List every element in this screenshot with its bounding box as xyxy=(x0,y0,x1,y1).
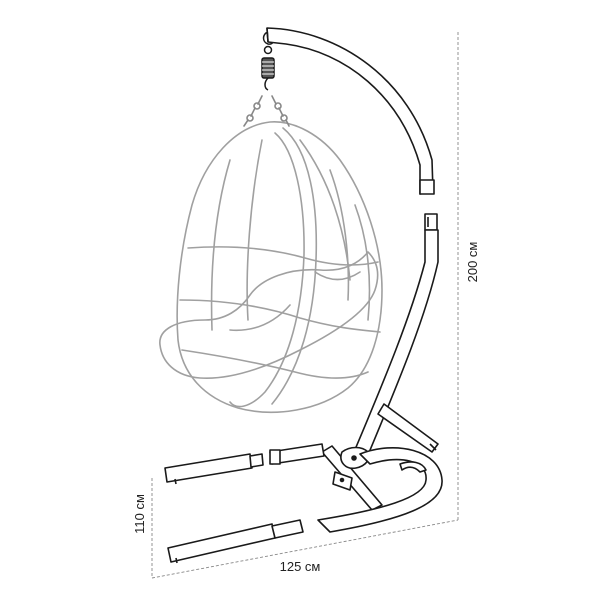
chair-weave xyxy=(210,159,231,331)
chair-chain xyxy=(243,95,263,127)
depth-label: 110 см xyxy=(132,494,147,534)
chair-cushion-fold xyxy=(314,271,361,281)
egg-chair xyxy=(159,95,383,414)
chair-cushion xyxy=(159,251,379,380)
stand-top-arc xyxy=(266,27,435,195)
spring-icon xyxy=(261,57,275,79)
chair-weave xyxy=(354,204,371,321)
height-label: 200 см xyxy=(465,242,480,283)
chair-band xyxy=(181,349,369,379)
chair-inner-rim-2 xyxy=(271,127,318,405)
hook-ring-icon xyxy=(263,45,273,55)
loose-tubes xyxy=(164,453,304,564)
chair-weave xyxy=(329,169,350,301)
stand-upright-post xyxy=(353,213,439,456)
chair-inner-rim xyxy=(229,132,305,408)
chair-cushion-fold xyxy=(229,304,291,332)
width-dimension-line xyxy=(151,519,459,579)
stand-base xyxy=(269,443,443,533)
dimension-lines xyxy=(151,32,459,579)
hook-and-spring xyxy=(261,31,275,91)
chair-band xyxy=(187,246,379,266)
chair-weave xyxy=(299,139,351,281)
chair-outer-rim xyxy=(176,121,383,414)
chair-band xyxy=(179,299,381,333)
width-label: 125 см xyxy=(280,559,321,574)
chair-weave xyxy=(246,139,263,321)
